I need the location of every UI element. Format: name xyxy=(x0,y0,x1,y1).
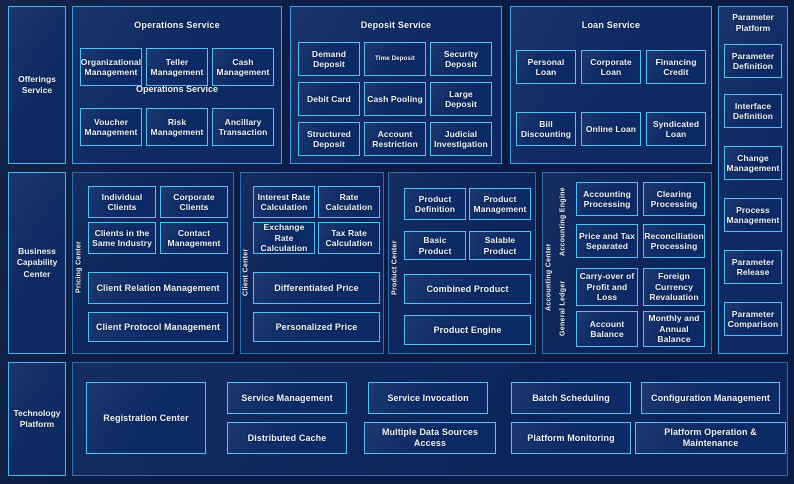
box-multiple-data-sources-access[interactable]: Multiple Data Sources Access xyxy=(364,422,496,454)
box-organizational-management[interactable]: Organizational Management xyxy=(80,48,142,86)
box-product-definition[interactable]: Product Definition xyxy=(404,188,466,220)
box-salable-product[interactable]: Salable Product xyxy=(469,231,531,260)
box-contact-management[interactable]: Contact Management xyxy=(160,222,228,254)
panel-label-product-center: Product Center xyxy=(391,240,399,296)
box-structured-deposit[interactable]: Structured Deposit xyxy=(298,122,360,156)
box-basic-product[interactable]: Basic Product xyxy=(404,231,466,260)
box-debit-card[interactable]: Debit Card xyxy=(298,82,360,116)
box-risk-management[interactable]: Risk Management xyxy=(146,108,208,146)
box-parameter-comparison[interactable]: Parameter Comparison xyxy=(724,302,782,336)
box-individual-clients[interactable]: Individual Clients xyxy=(88,186,156,218)
box-account-balance[interactable]: Account Balance xyxy=(576,311,638,347)
box-service-invocation[interactable]: Service Invocation xyxy=(368,382,488,414)
group-title-deposit-service: Deposit Service xyxy=(360,20,432,30)
box-distributed-cache[interactable]: Distributed Cache xyxy=(227,422,347,454)
box-change-management[interactable]: Change Management xyxy=(724,146,782,180)
box-bill-discounting[interactable]: Bill Discounting xyxy=(516,112,576,146)
box-client-protocol-management[interactable]: Client Protocol Management xyxy=(88,312,228,342)
box-corporate-loan[interactable]: Corporate Loan xyxy=(581,50,641,84)
box-batch-scheduling[interactable]: Batch Scheduling xyxy=(511,382,631,414)
panel-technology-platform xyxy=(72,362,788,476)
box-tax-rate-calculation[interactable]: Tax Rate Calculation xyxy=(318,222,380,254)
box-ancillary-transaction[interactable]: Ancillary Transaction xyxy=(212,108,274,146)
box-cash-management[interactable]: Cash Management xyxy=(212,48,274,86)
box-time-deposit[interactable]: Time Deposit xyxy=(364,42,426,76)
panel-label-pricing-center: Pricing Center xyxy=(75,240,83,294)
box-monthly-and-annual-balance[interactable]: Monthly and Annual Balance xyxy=(643,311,705,347)
row-label-text: Offerings Service xyxy=(18,73,56,95)
box-service-management[interactable]: Service Management xyxy=(227,382,347,414)
box-exchange-rate-calculation[interactable]: Exchange Rate Calculation xyxy=(253,222,315,254)
box-accounting-processing[interactable]: Accounting Processing xyxy=(576,182,638,216)
box-clients-in-the-same-industry[interactable]: Clients in the Same Industry xyxy=(88,222,156,254)
box-large-deposit[interactable]: Large Deposit xyxy=(430,82,492,116)
box-financing-credit[interactable]: Financing Credit xyxy=(646,50,706,84)
panel-label-general-ledger: General Ledger xyxy=(559,280,567,336)
box-security-deposit[interactable]: Security Deposit xyxy=(430,42,492,76)
box-configuration-management[interactable]: Configuration Management xyxy=(641,382,780,414)
box-combined-product[interactable]: Combined Product xyxy=(404,274,531,304)
box-personalized-price[interactable]: Personalized Price xyxy=(253,312,380,342)
box-online-loan[interactable]: Online Loan xyxy=(581,112,641,146)
box-interest-rate-calculation[interactable]: Interest Rate Calculation xyxy=(253,186,315,218)
row-label-business-capability-center: Business Capability Center xyxy=(8,172,66,354)
box-demand-deposit[interactable]: Demand Deposit xyxy=(298,42,360,76)
box-foreign-currency-revaluation[interactable]: Foreign Currency Revaluation xyxy=(643,268,705,306)
panel-label-accounting-engine: Accounting Engine xyxy=(559,187,567,257)
box-interface-definition[interactable]: Interface Definition xyxy=(724,94,782,128)
box-voucher-management[interactable]: Voucher Management xyxy=(80,108,142,146)
box-product-management[interactable]: Product Management xyxy=(469,188,531,220)
box-teller-management[interactable]: Teller Management xyxy=(146,48,208,86)
group-title-operations-service: Operations Service xyxy=(134,20,220,30)
box-account-restriction[interactable]: Account Restriction xyxy=(364,122,426,156)
box-reconciliation-processing[interactable]: Reconciliation Processing xyxy=(643,224,705,258)
box-platform-operation-and-maintenance[interactable]: Platform Operation & Maintenance xyxy=(635,422,786,454)
row-label-text: Technology Platform xyxy=(13,407,61,429)
box-differentiated-price[interactable]: Differentiated Price xyxy=(253,272,380,304)
box-syndicated-loan[interactable]: Syndicated Loan xyxy=(646,112,706,146)
box-parameter-release[interactable]: Parameter Release xyxy=(724,250,782,284)
box-cash-pooling[interactable]: Cash Pooling xyxy=(364,82,426,116)
group-title-loan-service: Loan Service xyxy=(581,20,641,30)
box-registration-center[interactable]: Registration Center xyxy=(86,382,206,454)
row-label-technology-platform: Technology Platform xyxy=(8,362,66,476)
box-client-relation-management[interactable]: Client Relation Management xyxy=(88,272,228,304)
box-carry-over-of-profit-and-loss[interactable]: Carry-over of Profit and Loss xyxy=(576,268,638,306)
box-clearing-processing[interactable]: Clearing Processing xyxy=(643,182,705,216)
box-parameter-definition[interactable]: Parameter Definition xyxy=(724,44,782,78)
row-label-offerings-service: Offerings Service xyxy=(8,6,66,164)
panel-label-accounting-center: Accounting Center xyxy=(545,243,553,311)
box-process-management[interactable]: Process Management xyxy=(724,198,782,232)
box-price-and-tax-separated[interactable]: Price and Tax Separated xyxy=(576,224,638,258)
box-corporate-clients[interactable]: Corporate Clients xyxy=(160,186,228,218)
box-personal-loan[interactable]: Personal Loan xyxy=(516,50,576,84)
box-rate-calculation[interactable]: Rate Calculation xyxy=(318,186,380,218)
box-platform-monitoring[interactable]: Platform Monitoring xyxy=(511,422,631,454)
panel-label-client-center: Client Center xyxy=(242,248,250,296)
box-judicial-investigation[interactable]: Judicial Investigation xyxy=(430,122,492,156)
group-title-parameter-platform: Parameter Platform xyxy=(732,12,774,34)
group-title-operations-service-overlay: Operations Service xyxy=(135,84,219,94)
row-label-text: Business Capability Center xyxy=(16,246,58,279)
box-product-engine[interactable]: Product Engine xyxy=(404,315,531,345)
